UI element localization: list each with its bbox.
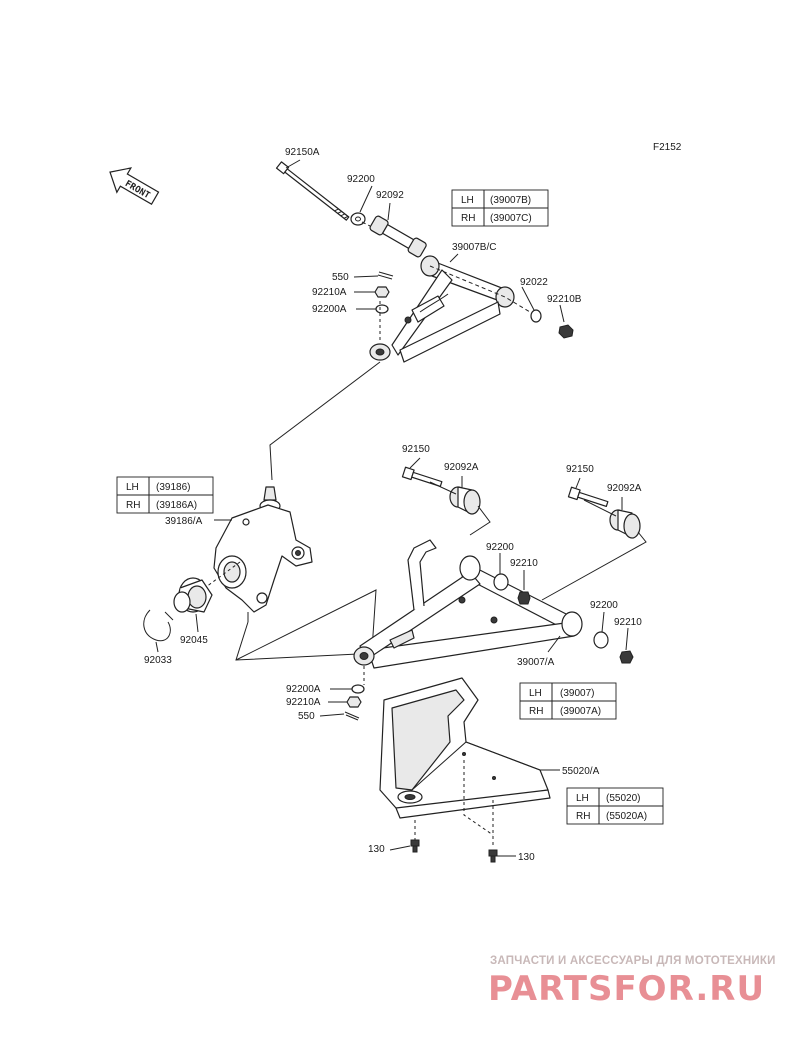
bushing-92092a-left	[449, 486, 481, 515]
watermark-tagline: ЗАПЧАСТИ И АКСЕССУАРЫ ДЛЯ МОТОТЕХНИКИ	[490, 955, 776, 967]
bolt-92150-right	[567, 486, 609, 508]
lower-table-lh: LH	[529, 688, 542, 699]
knuckle-table-rh: RH	[126, 500, 140, 511]
guard-table-lh: LH	[576, 793, 589, 804]
callout-130-left: 130	[368, 844, 385, 855]
bolt-130-left	[410, 839, 420, 853]
cotter-pin-550-lower	[344, 711, 360, 721]
callout-92200a-upper: 92200A	[312, 304, 347, 315]
nut-92210-middle	[517, 591, 531, 605]
bolt-92150-left	[401, 466, 443, 488]
upper-table-rh-part: (39007C)	[490, 213, 532, 224]
lower-table-rh: RH	[529, 706, 543, 717]
callout-55020a: 55020/A	[562, 766, 600, 777]
callout-92210a-upper: 92210A	[312, 287, 347, 298]
callout-550-lower: 550	[298, 711, 315, 722]
callout-92150-right: 92150	[566, 464, 594, 475]
guard-table-rh: RH	[576, 811, 590, 822]
callout-39007a: 39007/A	[517, 657, 555, 668]
a-arm-guard-55020	[379, 677, 551, 819]
callout-92200a-lower: 92200A	[286, 684, 321, 695]
lower-table-lh-part: (39007)	[560, 688, 594, 699]
callout-92210b: 92210B	[547, 294, 582, 305]
bearing-92045	[173, 577, 213, 613]
upper-table-rh: RH	[461, 213, 475, 224]
callout-92210-middle: 92210	[510, 558, 538, 569]
watermark-brand: PARTSFOR.RU	[488, 969, 765, 1009]
knuckle-table-rh-part: (39186A)	[156, 500, 197, 511]
cotter-pin-550-upper	[377, 271, 394, 280]
callout-92200-right: 92200	[590, 600, 618, 611]
lower-a-arm	[353, 539, 583, 669]
washer-92022	[530, 309, 542, 323]
callout-92200-middle: 92200	[486, 542, 514, 553]
lower-table-rh-part: (39007A)	[560, 706, 601, 717]
table-upper-arm: LH (39007B) RH (39007C)	[451, 189, 549, 227]
lower-arm-group: 92150 92092A 92150 92092A 92200 92210 92…	[286, 444, 647, 722]
table-guard: LH (55020) RH (55020A)	[566, 787, 664, 825]
callout-92200-upper: 92200	[347, 174, 375, 185]
upper-arm-group: 92150A 92200 92092 39007B/C 550 92210A 9…	[269, 147, 582, 481]
bushing-92092a-right	[609, 509, 641, 539]
callout-92033: 92033	[144, 655, 172, 666]
upper-table-lh: LH	[461, 195, 474, 206]
watermark: ЗАПЧАСТИ И АКСЕССУАРЫ ДЛЯ МОТОТЕХНИКИ PA…	[488, 955, 776, 1009]
upper-table-lh-part: (39007B)	[490, 195, 531, 206]
callout-92210-right: 92210	[614, 617, 642, 628]
bolt-130-right	[488, 849, 498, 863]
nut-92210b	[558, 324, 574, 339]
guard-table-lh-part: (55020)	[606, 793, 640, 804]
knuckle-table-lh-part: (39186)	[156, 482, 190, 493]
front-arrow-icon: FRONT	[109, 167, 160, 206]
callout-92092a-left: 92092A	[444, 462, 479, 473]
washer-92200a-upper	[375, 304, 389, 314]
callout-130-right: 130	[518, 852, 535, 863]
table-lower-arm: LH (39007) RH (39007A)	[519, 682, 617, 720]
callout-92022: 92022	[520, 277, 548, 288]
callout-92150-left: 92150	[402, 444, 430, 455]
washer-92200-middle	[493, 573, 509, 591]
guard-table-rh-part: (55020A)	[606, 811, 647, 822]
circlip-92033	[143, 609, 171, 642]
table-knuckle: LH (39186) RH (39186A)	[116, 476, 214, 514]
upper-a-arm	[369, 255, 515, 363]
washer-92200a-lower	[351, 684, 365, 694]
nut-92210-right	[619, 650, 634, 664]
callout-92092a-right: 92092A	[607, 483, 642, 494]
bushing-92092	[369, 215, 427, 258]
callout-92045: 92045	[180, 635, 208, 646]
nut-92210a-lower	[346, 696, 362, 708]
callout-92150a: 92150A	[285, 147, 320, 158]
callout-39007bc: 39007B/C	[452, 242, 496, 253]
knuckle-table-lh: LH	[126, 482, 139, 493]
callout-92210a-lower: 92210A	[286, 697, 321, 708]
washer-92200-right	[593, 631, 609, 649]
figure-code: F2152	[653, 142, 682, 153]
callout-550-upper: 550	[332, 272, 349, 283]
guard-group: 55020/A 130 130 LH (55020) RH (55020A)	[368, 677, 664, 863]
knuckle-group: 39186/A 92045 92033 LH (39186) RH (39186…	[116, 476, 377, 666]
washer-92200-upper	[350, 212, 366, 226]
callout-39186a: 39186/A	[165, 516, 203, 527]
callout-92092: 92092	[376, 190, 404, 201]
nut-92210a-upper	[374, 286, 390, 298]
bolt-92150a	[275, 161, 350, 221]
